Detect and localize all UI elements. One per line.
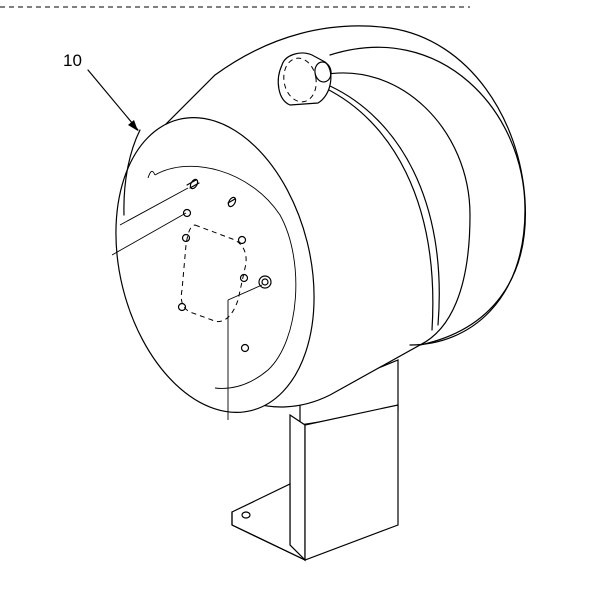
leader-lines bbox=[111, 187, 263, 420]
sensor-port bbox=[258, 275, 272, 289]
bracket-bolt-hole bbox=[241, 511, 251, 519]
callout-number: 10 bbox=[63, 51, 82, 70]
callout-10: 10 bbox=[63, 51, 139, 131]
outlet-flange bbox=[177, 178, 272, 353]
mounting-bracket bbox=[231, 359, 399, 562]
muffler-drum bbox=[115, 25, 527, 413]
inlet-pipe bbox=[277, 52, 332, 106]
